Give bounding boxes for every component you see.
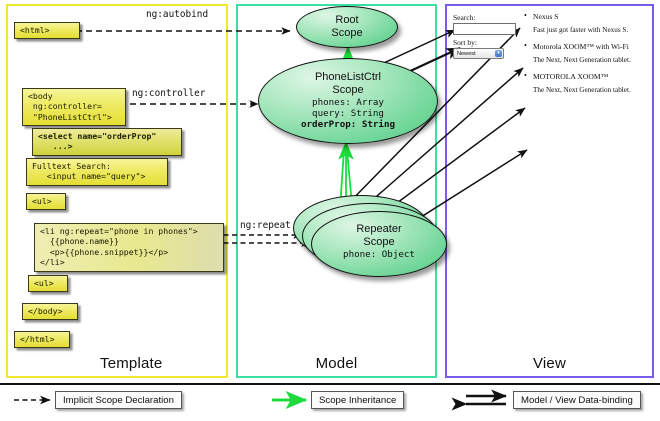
panel-view: View [445, 4, 654, 378]
phone-snippet: Fast just got faster with Nexus S. [533, 26, 629, 34]
list-item: Motorola XOOM™ with Wi-Fi The Next, Next… [524, 41, 652, 65]
sort-by-label: Sort by: [453, 38, 477, 47]
scope-phonelistctrl-title-2: Scope [332, 83, 364, 96]
sort-by-select[interactable]: Newest ▾ [453, 48, 504, 59]
scope-phonelistctrl: PhoneListCtrl Scope phones: Array query:… [258, 58, 438, 144]
scope-prop-orderprop: orderProp: String [300, 118, 396, 130]
view-form: Search: Sort by: Newest ▾ [453, 13, 531, 59]
list-item: Nexus S Fast just got faster with Nexus … [524, 11, 652, 35]
panel-model-label: Model [315, 355, 358, 372]
code-box-ul-close: <ul> [28, 275, 68, 293]
legend-item-implicit-scope-declaration: Implicit Scope Declaration [55, 391, 182, 409]
code-box-html-close: </html> [14, 331, 70, 349]
phone-snippet: The Next, Next Generation tablet. [533, 56, 631, 64]
code-box-html-open: <html> [14, 22, 80, 40]
panel-view-label: View [532, 355, 567, 372]
scope-repeater: Repeater Scope phone: Object [311, 211, 447, 277]
phone-name[interactable]: MOTOROLA XOOM™ [524, 71, 652, 82]
scope-prop-phone: phone: Object [343, 249, 415, 260]
edge-label-ng-autobind: ng:autobind [144, 9, 211, 20]
edge-databinding-phone-2 [351, 67, 524, 219]
code-box-select: <select name="orderProp" ...> [32, 128, 182, 156]
phone-name[interactable]: Motorola XOOM™ with Wi-Fi [524, 41, 652, 52]
phone-list: Nexus S Fast just got faster with Nexus … [524, 11, 652, 102]
scope-repeater-title-1: Repeater [356, 223, 402, 235]
code-box-body-open: <body ng:controller= "PhoneListCtrl"> [22, 88, 126, 127]
phone-name[interactable]: Nexus S [524, 11, 652, 22]
scope-root-title-1: Root [335, 14, 359, 26]
code-box-body-close: </body> [22, 303, 78, 321]
phone-snippet: The Next, Next Generation tablet. [533, 86, 631, 94]
scope-root-title-2: Scope [331, 26, 363, 39]
scope-root: Root Scope [296, 6, 398, 48]
legend-item-scope-inheritance: Scope Inheritance [311, 391, 405, 409]
edge-label-ng-repeat: ng:repeat [238, 220, 293, 231]
code-box-fulltext-search: Fulltext Search: <input name="query"> [26, 158, 168, 186]
code-box-ul-open: <ul> [26, 193, 66, 211]
code-box-li-repeat: <li ng:repeat="phone in phones"> {{phone… [34, 223, 224, 272]
search-label: Search: [453, 13, 476, 22]
panel-template-label: Template [100, 355, 163, 372]
scope-phonelistctrl-title-1: PhoneListCtrl [314, 71, 382, 83]
legend-item-model-view-data-binding: Model / View Data-binding [513, 391, 641, 409]
list-item: MOTOROLA XOOM™ The Next, Next Generation… [524, 71, 652, 95]
sort-by-selected-value: Newest [457, 50, 476, 57]
scope-repeater-title-2: Scope [363, 235, 395, 248]
legend-glyph-double [451, 389, 507, 411]
edge-ng-repeat [215, 231, 311, 247]
scope-prop-query: query: String [312, 107, 384, 119]
chevron-down-icon: ▾ [495, 50, 502, 57]
legend-divider [0, 383, 660, 385]
search-input[interactable] [453, 23, 516, 35]
edge-label-ng-controller: ng:controller [130, 88, 208, 99]
